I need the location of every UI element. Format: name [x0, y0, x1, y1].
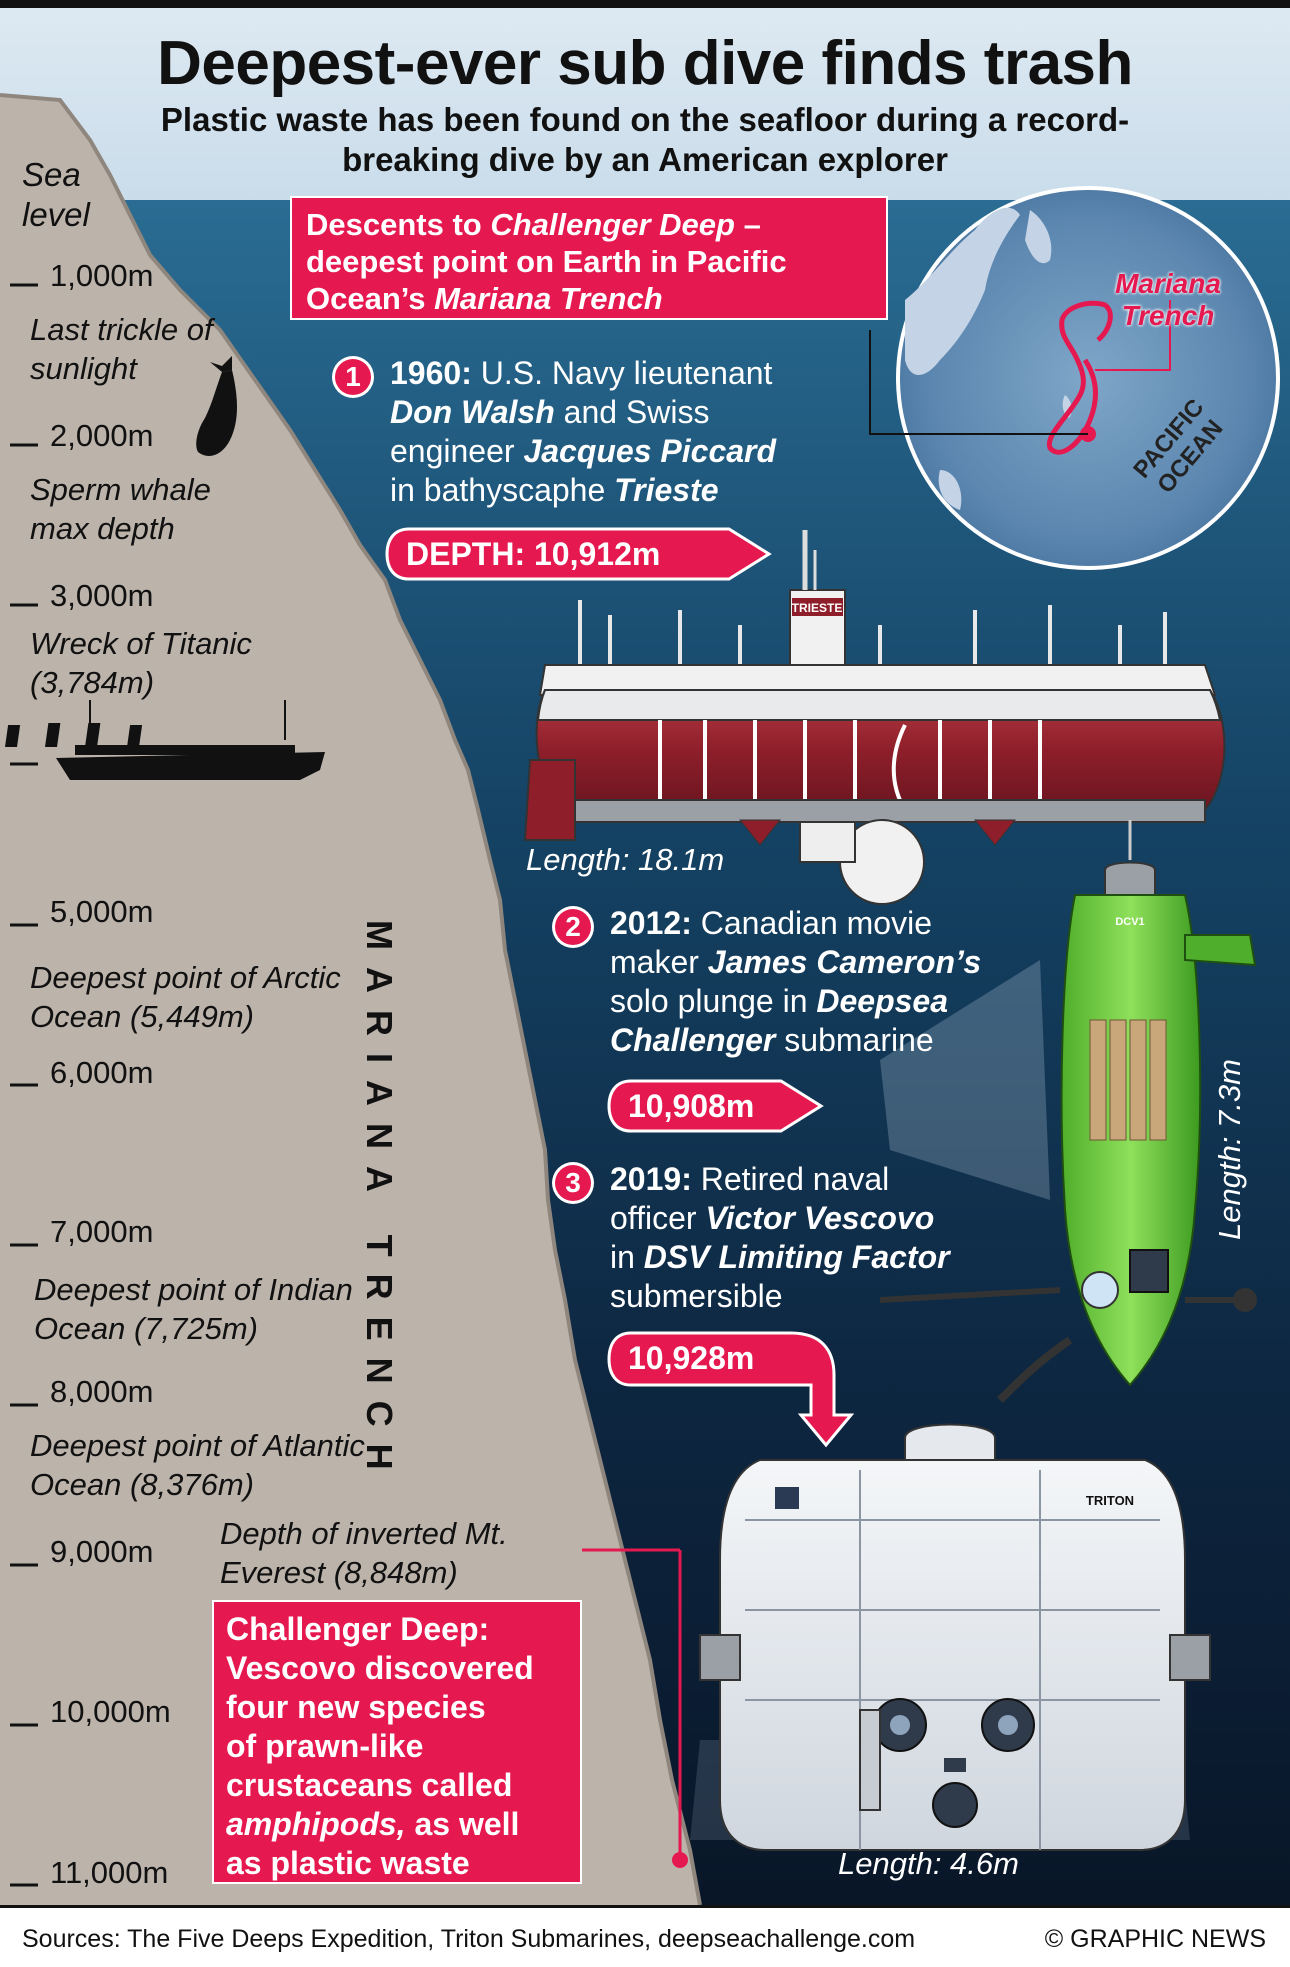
sea-level-label: Sea level [22, 156, 90, 233]
note-atlantic: Deepest point of Atlantic Ocean (8,376m) [30, 1428, 365, 1502]
depth-mark-8000: 8,000m [50, 1374, 154, 1409]
page-subtitle: Plastic waste has been found on the seaf… [160, 101, 1130, 178]
note-everest: Depth of inverted Mt. Everest (8,848m) [220, 1516, 508, 1590]
depth-mark-9000: 9,000m [50, 1534, 154, 1569]
dive-1-length: Length: 18.1m [526, 842, 725, 877]
trieste-vessel [523, 530, 1226, 905]
dive-3-number: 3 [552, 1162, 594, 1204]
dive-3-depth-tag-shape [607, 1331, 855, 1448]
mariana-trench-label: MARIANA TRENCH [359, 920, 400, 1487]
challenger-deep-box: Challenger Deep: Vescovo discovered four… [212, 1600, 582, 1884]
dive-1-number: 1 [332, 356, 374, 398]
depth-mark-11000: 11,000m [50, 1855, 169, 1890]
titanic-icon [5, 700, 325, 780]
note-whale: Sperm whale max depth [30, 472, 211, 546]
dive-2-length: Length: 7.3m [1212, 1059, 1247, 1240]
depth-mark-2000: 2,000m [50, 418, 154, 453]
dive-1-depth: DEPTH: 10,912m [406, 536, 661, 572]
dcv1-hull-label: DCV1 [1115, 916, 1144, 928]
trieste-hull-label: TRIESTE [792, 601, 843, 615]
dive-2-depth: 10,908m [628, 1088, 755, 1124]
depth-mark-5000: 5,000m [50, 894, 154, 929]
whale-icon [196, 356, 237, 456]
depth-mark-10000: 10,000m [50, 1694, 171, 1729]
sources-footer: Sources: The Five Deeps Expedition, Trit… [22, 1925, 916, 1953]
note-arctic: Deepest point of Arctic Ocean (5,449m) [30, 960, 341, 1034]
triton-hull-label: TRITON [1086, 1493, 1134, 1508]
dive-2-text: 2012: Canadian movie maker James Cameron… [610, 905, 982, 1058]
map-globe [869, 186, 1280, 570]
dive-1-depth-tag-shape [385, 527, 772, 581]
dive-2-depth-tag-shape [607, 1079, 824, 1133]
note-sunlight: Last trickle of sunlight [30, 312, 213, 386]
dive-2-number: 2 [552, 906, 594, 948]
depth-ticks [10, 283, 38, 1887]
dive-3-text: 2019: Retired naval officer Victor Vesco… [610, 1161, 950, 1314]
depth-mark-6000: 6,000m [50, 1055, 154, 1090]
dive-3-depth: 10,928m [628, 1340, 755, 1376]
credit-footer: © GRAPHIC NEWS [1044, 1925, 1266, 1953]
depth-mark-7000: 7,000m [50, 1214, 154, 1249]
deepsea-challenger-vessel [879, 820, 1257, 1403]
depth-mark-1000: 1,000m [50, 258, 154, 293]
note-titanic: Wreck of Titanic (3,784m) [30, 626, 252, 700]
page-title: Deepest-ever sub dive finds trash [157, 29, 1133, 98]
depth-mark-3000: 3,000m [50, 578, 154, 613]
dive-1-text: 1960: U.S. Navy lieutenant Don Walsh and… [390, 355, 777, 508]
dive-3-length: Length: 4.6m [838, 1846, 1019, 1881]
descents-box: Descents to Challenger Deep – deepest po… [290, 196, 888, 320]
limiting-factor-vessel [690, 1423, 1211, 1851]
note-indian: Deepest point of Indian Ocean (7,725m) [34, 1272, 353, 1346]
